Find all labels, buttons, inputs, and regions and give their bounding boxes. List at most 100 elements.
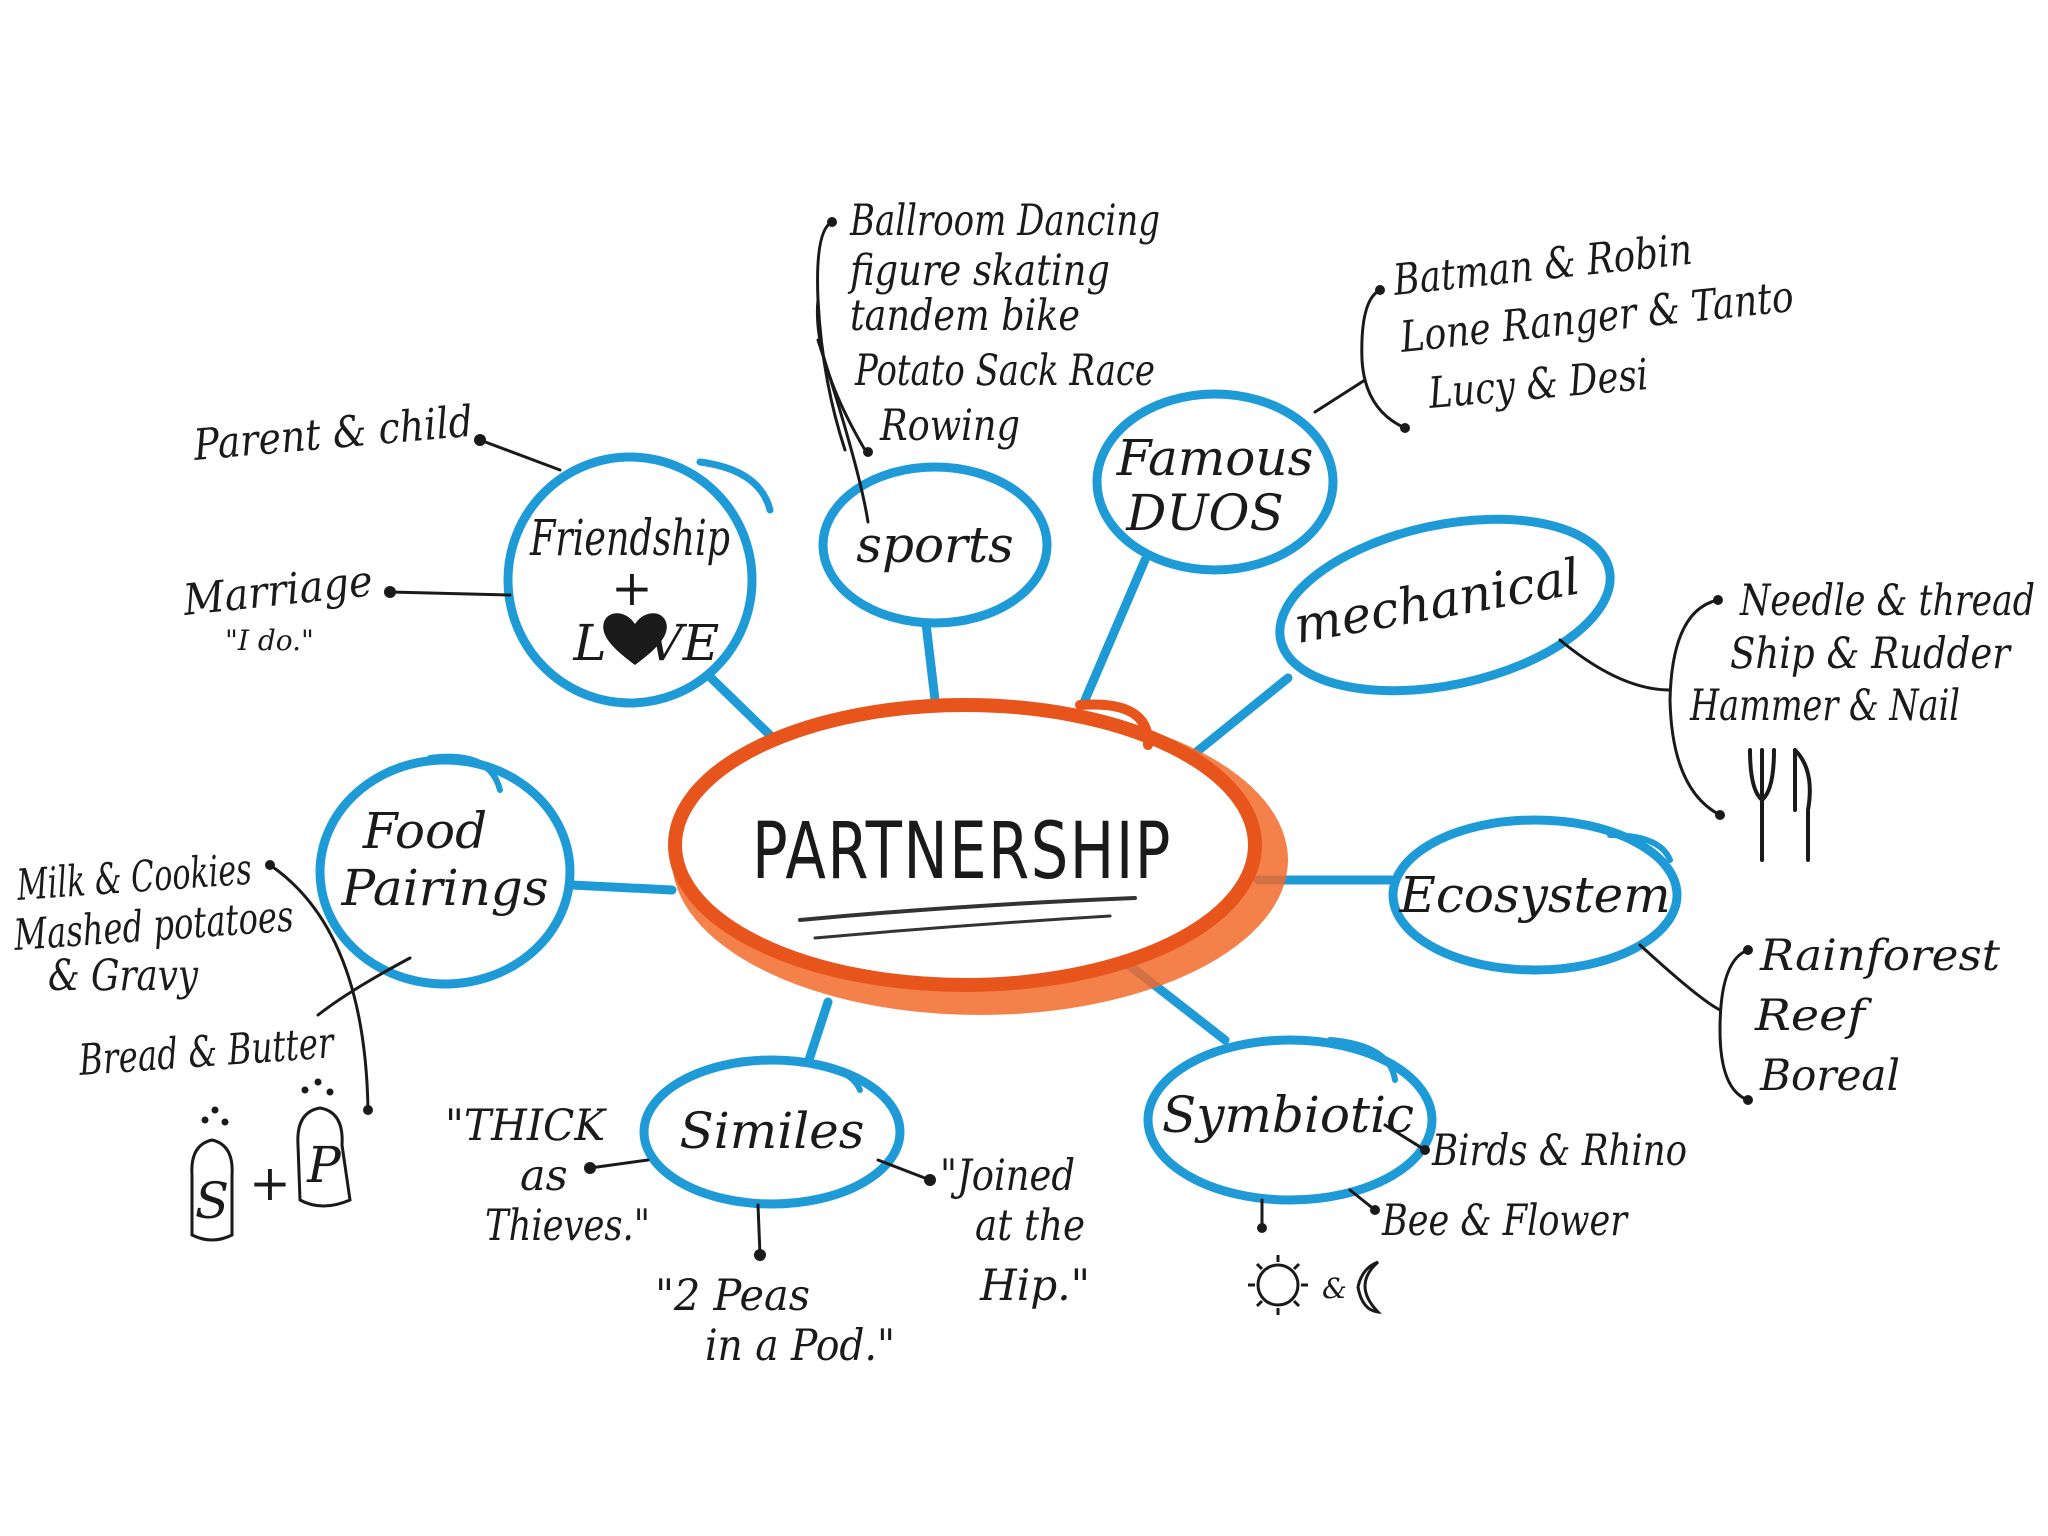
connector-mechanical bbox=[1558, 638, 1672, 692]
node-label: Symbiotic bbox=[1162, 1086, 1414, 1144]
node-label-line1: Famous bbox=[1116, 429, 1313, 487]
connector-thick bbox=[588, 1158, 650, 1170]
node-ellipse-tail bbox=[1327, 1037, 1398, 1083]
node-label: sports bbox=[856, 516, 1013, 574]
dot-joined bbox=[924, 1174, 936, 1186]
connector-friendship bbox=[700, 667, 780, 745]
dot-food-top bbox=[265, 860, 275, 870]
node-label-line2: + bbox=[611, 559, 653, 617]
node-label-line1: Food bbox=[362, 802, 487, 860]
leaf-mechanical-0: Needle & thread bbox=[1739, 576, 2035, 626]
dot-food-bottom bbox=[363, 1105, 373, 1115]
leaf-sports-0: Ballroom Dancing bbox=[849, 196, 1160, 246]
node-ellipse-tail bbox=[427, 753, 503, 793]
dot-sports-bottom bbox=[863, 447, 873, 457]
leaf-connectors bbox=[268, 220, 1750, 1257]
leaf-mechanical-1: Ship & Rudder bbox=[1730, 629, 2012, 679]
node-ellipse-tail bbox=[696, 458, 774, 514]
node-ellipse bbox=[818, 462, 1052, 628]
node-label-line3-b: VE bbox=[647, 614, 720, 672]
connector-sports bbox=[920, 610, 940, 705]
leaf-peas-2: in a Pod." bbox=[705, 1321, 895, 1371]
dot-parent-child bbox=[474, 434, 486, 446]
node-ellipse-tail bbox=[1607, 832, 1673, 863]
hub-partnership: PARTNERSHIP bbox=[668, 698, 1288, 1015]
dot-thick bbox=[584, 1162, 596, 1174]
hub-underline-2 bbox=[813, 914, 1112, 940]
node-label-line3-a: L bbox=[572, 614, 606, 672]
node-label-line2: Pairings bbox=[341, 859, 549, 917]
leaf-dots bbox=[265, 217, 1753, 1261]
node-ellipse bbox=[639, 1055, 905, 1209]
bracket-ecosystem bbox=[1718, 948, 1750, 1102]
node-label-line2: DUOS bbox=[1125, 484, 1283, 542]
node-ellipse bbox=[1388, 815, 1682, 975]
node-ellipse bbox=[503, 452, 757, 708]
connector-famous-duos bbox=[1313, 378, 1367, 414]
leaf-parent-child: Parent & child bbox=[191, 397, 475, 471]
leaf-thick-3: Thieves." bbox=[485, 1201, 650, 1251]
leaf-sports-4: Rowing bbox=[879, 401, 1020, 451]
leaf-bee-flower: Bee & Flower bbox=[1381, 1196, 1629, 1246]
leaf-joined-2: at the bbox=[975, 1201, 1085, 1251]
node-label: Ecosystem bbox=[1398, 866, 1670, 924]
hub-scribble bbox=[1075, 699, 1154, 750]
connector-parent-child bbox=[478, 438, 562, 472]
leaf-sports-3: Potato Sack Race bbox=[854, 346, 1155, 396]
salt-label: S bbox=[195, 1172, 229, 1230]
leaf-joined-1: "Joined bbox=[940, 1151, 1075, 1201]
node-symbiotic: Symbiotic bbox=[1143, 1035, 1437, 1205]
moon-icon bbox=[1356, 1260, 1383, 1315]
sun-icon bbox=[1248, 1255, 1308, 1315]
connector-birds bbox=[1383, 1123, 1427, 1152]
leaf-gravy: & Gravy bbox=[48, 951, 199, 1001]
leaf-thick-2: as bbox=[520, 1151, 568, 1201]
leaf-birds-rhino: Birds & Rhino bbox=[1431, 1126, 1687, 1176]
heart-icon bbox=[603, 613, 667, 665]
dot-peas bbox=[754, 1249, 766, 1261]
dot-sun bbox=[1257, 1223, 1267, 1233]
node-sports: sports bbox=[818, 462, 1052, 628]
dot-mechanical-top bbox=[1713, 595, 1723, 605]
leaf-famous-2: Lucy & Desi bbox=[1426, 350, 1650, 419]
leaf-peas-1: "2 Peas bbox=[655, 1271, 810, 1321]
node-ellipse bbox=[1275, 514, 1615, 696]
connector-sports bbox=[816, 338, 870, 524]
bracket-famous-duos bbox=[1360, 288, 1407, 430]
node-friendship-love: Friendship + L VE bbox=[503, 452, 774, 708]
node-food-pairings: Food Pairings bbox=[315, 753, 575, 989]
node-mechanical: mechanical bbox=[1275, 514, 1615, 696]
leaf-sun-moon-amp: & bbox=[1322, 1272, 1347, 1305]
fork-knife-icon bbox=[1748, 748, 1812, 862]
plus-label: + bbox=[249, 1154, 291, 1212]
node-similes: Similes bbox=[639, 1055, 905, 1209]
leaf-mechanical-2: Hammer & Nail bbox=[1689, 681, 1960, 731]
leaf-bread-butter: Bread & Butter bbox=[77, 1018, 337, 1086]
leaf-sports-1: figure skating bbox=[847, 246, 1110, 296]
connector-ecosystem bbox=[1638, 943, 1722, 1012]
leaf-ecosystem-0: Rainforest bbox=[1759, 931, 2001, 981]
dot-ecosystem-top bbox=[1743, 945, 1753, 955]
dot-famous-bottom bbox=[1400, 423, 1410, 433]
connector-bee bbox=[1348, 1188, 1377, 1212]
leaf-marriage: Marriage bbox=[180, 556, 375, 626]
dot-ecosystem-bottom bbox=[1743, 1095, 1753, 1105]
bracket-mechanical bbox=[1668, 598, 1722, 817]
connector-food-pairings bbox=[567, 880, 677, 895]
node-ellipse-tail bbox=[787, 1059, 863, 1093]
connector-joined bbox=[876, 1158, 932, 1182]
leaf-ecosystem-1: Reef bbox=[1754, 991, 1873, 1041]
node-ecosystem: Ecosystem bbox=[1388, 815, 1682, 975]
bracket-food bbox=[268, 863, 370, 1112]
node-ellipse bbox=[315, 755, 575, 989]
dot-birds bbox=[1420, 1145, 1430, 1155]
node-ellipse bbox=[1092, 389, 1338, 575]
connector-bread bbox=[316, 956, 412, 1017]
node-label: Similes bbox=[680, 1102, 865, 1160]
pepper-label: P bbox=[306, 1136, 342, 1194]
connector-peas bbox=[756, 1203, 762, 1257]
hub-label: PARTNERSHIP bbox=[752, 807, 1172, 897]
hub-underline bbox=[798, 896, 1137, 922]
node-label-line1: Friendship bbox=[529, 509, 730, 567]
